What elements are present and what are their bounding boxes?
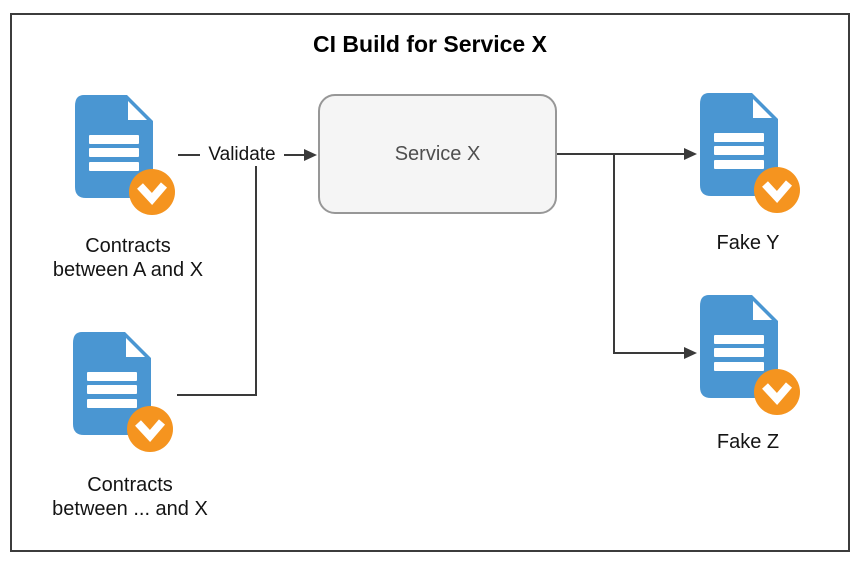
label-contracts-dots: Contracts between ... and X <box>52 474 208 520</box>
label-fake-y: Fake Y <box>716 232 780 254</box>
edge-contracts-dots-line <box>177 166 257 396</box>
edge-label-validate: Validate <box>200 144 284 166</box>
arrowheads <box>304 148 697 359</box>
arrowhead-into-fakey <box>684 148 697 160</box>
label-fake-z: Fake Z <box>716 431 780 453</box>
label-contracts-a: Contracts between A and X <box>52 235 204 281</box>
service-x-label: Service X <box>394 142 481 165</box>
contracts-dots-document-check-icon <box>73 332 173 452</box>
fake-z-document-check-icon <box>700 295 800 415</box>
contracts-a-document-check-icon <box>75 95 175 215</box>
arrowhead-into-servicex <box>304 149 317 161</box>
arrowhead-into-fakez <box>684 347 697 359</box>
edge-servicex-to-fakez-line <box>613 154 685 354</box>
diagram-title: CI Build for Service X <box>313 31 547 57</box>
fake-y-document-check-icon <box>700 93 800 213</box>
node-service-x: Service X <box>318 94 557 214</box>
